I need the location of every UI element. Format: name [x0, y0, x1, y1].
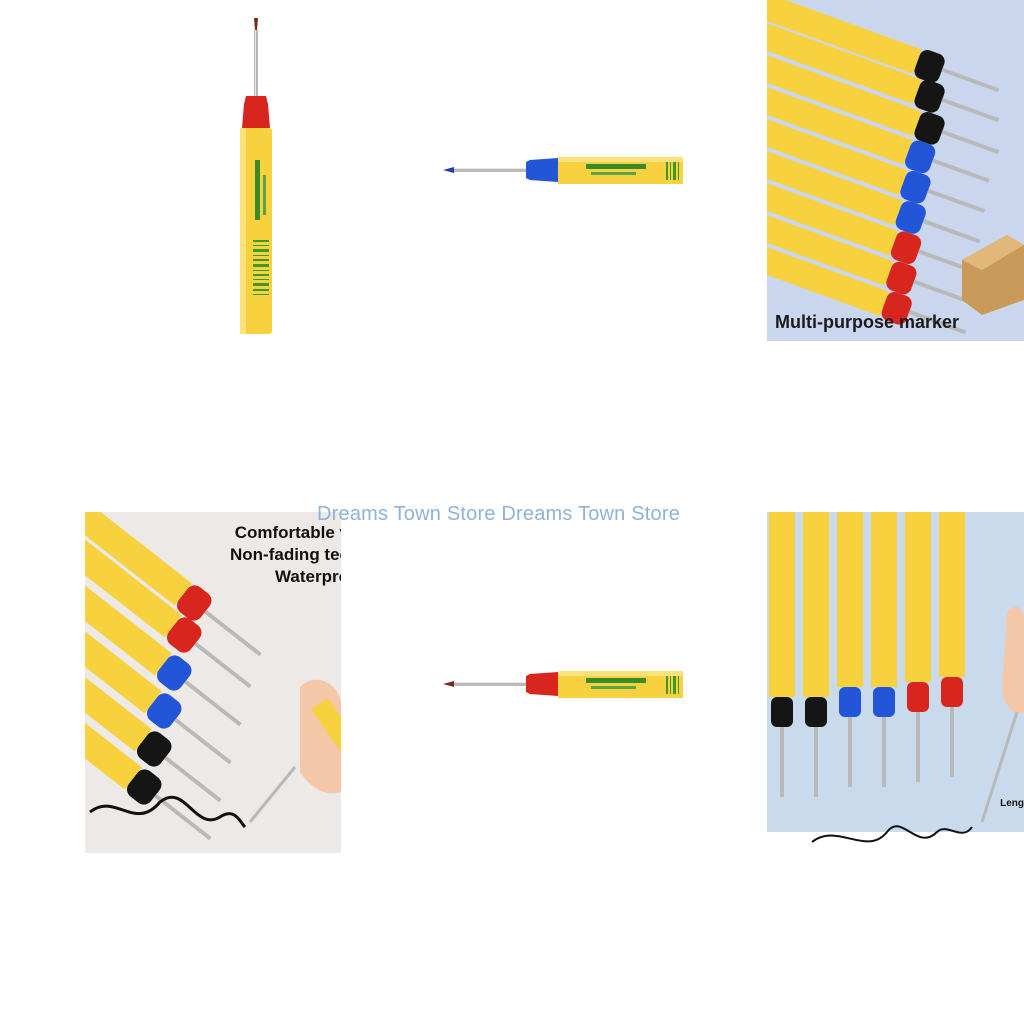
product-image-blue-marker-horizontal[interactable] [426, 120, 683, 220]
product-image-red-marker-horizontal[interactable] [426, 640, 683, 730]
product-image-features[interactable]: Comfortable v Non-fading tec Waterpro [85, 512, 341, 853]
feature-non-fading: Non-fading tec [230, 545, 341, 564]
length-label: Leng [1000, 798, 1024, 809]
store-watermark: Dreams Town Store Dreams Town Store [317, 503, 681, 525]
feature-waterproof: Waterpro [275, 567, 341, 586]
product-image-multi-purpose-markers[interactable]: Multi-purpose marker [767, 0, 1024, 341]
product-image-red-marker-vertical[interactable] [213, 0, 299, 340]
feature-list: Comfortable v Non-fading tec Waterpro [230, 522, 341, 588]
product-image-marker-row[interactable]: Leng [767, 512, 1024, 853]
feature-comfortable: Comfortable v [234, 523, 341, 542]
caption-multi-purpose-marker: Multi-purpose marker [775, 312, 960, 332]
